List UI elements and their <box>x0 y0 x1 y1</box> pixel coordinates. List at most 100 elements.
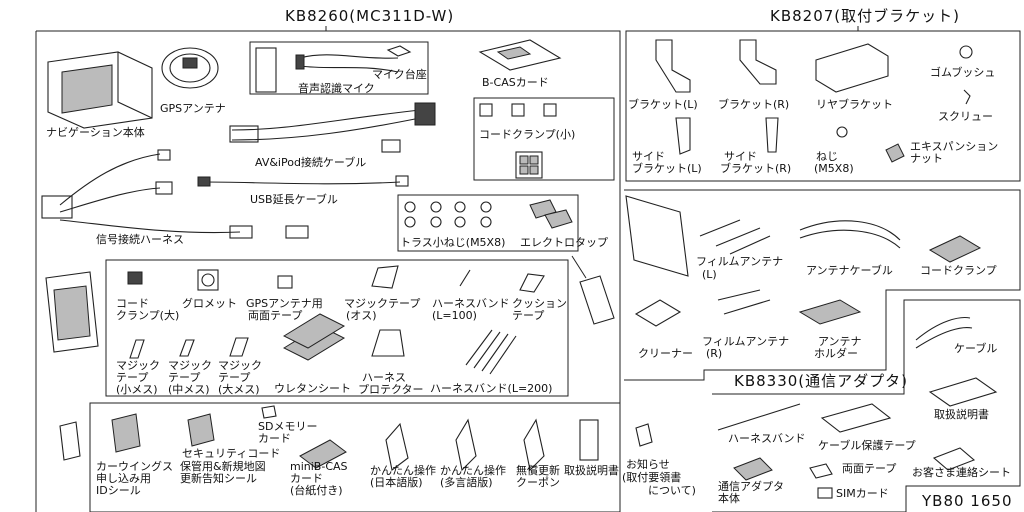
harness-band-200-label: ハーネスバンド(L=200) <box>430 382 552 395</box>
main-kit-frame <box>36 30 621 512</box>
bcas-card-label: B-CASカード <box>482 76 549 89</box>
magic-female-m-label-2: テープ <box>168 371 200 384</box>
signal-harness-illustration <box>41 149 309 239</box>
carwings-label-2: 申し込み用 <box>96 472 151 485</box>
adapter-unit-label-2: 本体 <box>718 491 740 505</box>
sd-card-label-1: SDメモリー <box>258 420 317 433</box>
quick-jp-label-2: (日本語版) <box>370 475 423 489</box>
harness-protector-label-1: ハーネス <box>362 371 406 384</box>
magic-female-l-label-1: マジック <box>218 359 262 372</box>
cord-clamp-label: コードクランプ <box>920 264 997 277</box>
truss-screw-illustration <box>404 201 492 228</box>
magic-female-m-label-1: マジック <box>168 359 212 372</box>
bcas-card-illustration <box>478 39 562 71</box>
harness-band-100-label-2: (L=100) <box>432 309 477 322</box>
antenna-kit-frame <box>624 189 1021 381</box>
pad-sheet-illustration <box>571 255 615 325</box>
grommet-label: グロメット <box>182 296 237 310</box>
free-update-label-1: 無償更新 <box>516 463 560 477</box>
kit-main-title: KB8260(MC311D-W) <box>285 7 454 25</box>
bracket-r-label: ブラケット(R) <box>718 97 789 111</box>
quick-ml-label-1: かんたん操作 <box>440 463 506 477</box>
carwings-label-1: カーウイングス <box>96 459 173 473</box>
kit-bracket-title: KB8207(取付ブラケット) <box>770 7 960 25</box>
free-update-label-2: クーポン <box>516 476 560 489</box>
bolt-label-1: ねじ <box>816 150 838 163</box>
film-antenna-r-label-1: フィルムアンテナ <box>702 335 789 348</box>
magic-tape-male-label-2: (オス) <box>346 309 377 322</box>
voice-mic-label: 音声認識マイク <box>298 81 375 95</box>
cord-clamp-small-label: コードクランプ(小) <box>479 128 575 141</box>
adapter-illustrations <box>717 317 998 499</box>
documents-box <box>89 402 621 512</box>
adapter-kit-frame <box>712 299 1021 512</box>
cord-clamp-small-box <box>473 97 615 181</box>
cord-clamp-large-label-1: コード <box>116 297 149 310</box>
mini-bcas-label-2: カード <box>290 472 323 485</box>
av-ipod-cable-label: AV&iPod接続ケーブル <box>255 155 366 169</box>
screw-label: スクリュー <box>938 110 993 123</box>
mic-group-box <box>249 41 429 95</box>
voice-mic-illustration <box>255 47 399 93</box>
carwings-label-3: IDシール <box>96 484 141 497</box>
expansion-nut-label-2: ナット <box>910 152 943 165</box>
harness-band-100-label-1: ハーネスバンド <box>432 297 510 310</box>
antenna-holder-label-2: ホルダー <box>814 346 858 360</box>
quick-ml-label-2: (多言語版) <box>440 475 493 489</box>
bracket-l-label: ブラケット(L) <box>628 97 698 111</box>
sim-card-label: SIMカード <box>836 487 889 500</box>
gps-tape-label-2: 両面テープ <box>248 309 302 322</box>
gps-antenna-label: GPSアンテナ <box>160 102 226 115</box>
adapter-harness-band-label: ハーネスバンド <box>728 432 806 445</box>
cleaner-label: クリーナー <box>638 347 693 360</box>
truss-screw-label: トラス小ねじ(M5X8) <box>400 236 505 249</box>
urethane-sheet-label: ウレタンシート <box>274 382 351 395</box>
adapter-unit-label-1: 通信アダプタ <box>718 479 784 493</box>
cushion-tape-label-2: テープ <box>512 309 544 322</box>
quick-jp-label-1: かんたん操作 <box>370 463 436 477</box>
magic-female-s-label-2: テープ <box>116 371 148 384</box>
magic-tape-male-label-1: マジックテープ <box>344 297 420 310</box>
notice-label-3: について) <box>648 484 696 497</box>
security-label-3: 更新告知シール <box>180 471 257 485</box>
accessory-illustrations <box>127 265 545 375</box>
document-illustrations <box>59 405 653 472</box>
screws-box <box>397 194 579 252</box>
antenna-illustrations <box>625 195 982 327</box>
side-bracket-r-label-2: ブラケット(R) <box>720 161 791 175</box>
magic-female-l-label-3: (大メス) <box>218 382 260 396</box>
contact-sheet-label: お客さま連絡シート <box>912 465 1011 479</box>
bracket-illustrations <box>655 39 973 163</box>
film-antenna-l-label-2: (L) <box>702 268 717 281</box>
magic-female-m-label-3: (中メス) <box>168 383 210 396</box>
security-label-1: セキュリティコード <box>182 447 280 460</box>
cable-tape-label: ケーブル保護テープ <box>818 438 916 452</box>
electro-tap-label: エレクトロタップ <box>520 236 608 249</box>
rear-bracket-label: リヤブラケット <box>816 97 893 111</box>
antenna-cable-label: アンテナケーブル <box>806 263 893 277</box>
cord-clamp-large-label-2: クランプ(大) <box>116 308 179 322</box>
bolt-label-2: (M5X8) <box>814 162 854 175</box>
side-bracket-l-label-2: ブラケット(L) <box>632 161 702 175</box>
cushion-tape-label-1: クッション <box>512 297 567 310</box>
adapter-manual-label: 取扱説明書 <box>934 407 989 421</box>
usb-ext-cable-illustration <box>197 175 409 187</box>
nav-unit-illustration <box>47 51 153 129</box>
film-antenna-r-label-2: (R) <box>706 347 722 360</box>
gps-antenna-illustration <box>161 47 219 89</box>
adapter-cable-label: ケーブル <box>954 341 997 355</box>
signal-harness-label: 信号接続ハーネス <box>96 232 184 246</box>
cord-clamp-small-illustration <box>479 103 557 179</box>
harness-protector-label-2: プロテクター <box>358 383 424 396</box>
usb-ext-cable-label: USB延長ケーブル <box>250 192 338 206</box>
antenna-holder-label-1: アンテナ <box>818 335 862 348</box>
mic-base-label: マイク台座 <box>372 67 427 81</box>
film-antenna-l-label-1: フィルムアンテナ <box>696 255 783 268</box>
bracket-kit-frame <box>625 30 1021 182</box>
side-bracket-l-label-1: サイド <box>632 150 665 163</box>
accessory-box <box>105 259 569 397</box>
notice-label-1: お知らせ <box>626 457 670 471</box>
gps-tape-label-1: GPSアンテナ用 <box>246 297 323 310</box>
security-label-2: 保管用&新規地図 <box>180 459 266 473</box>
